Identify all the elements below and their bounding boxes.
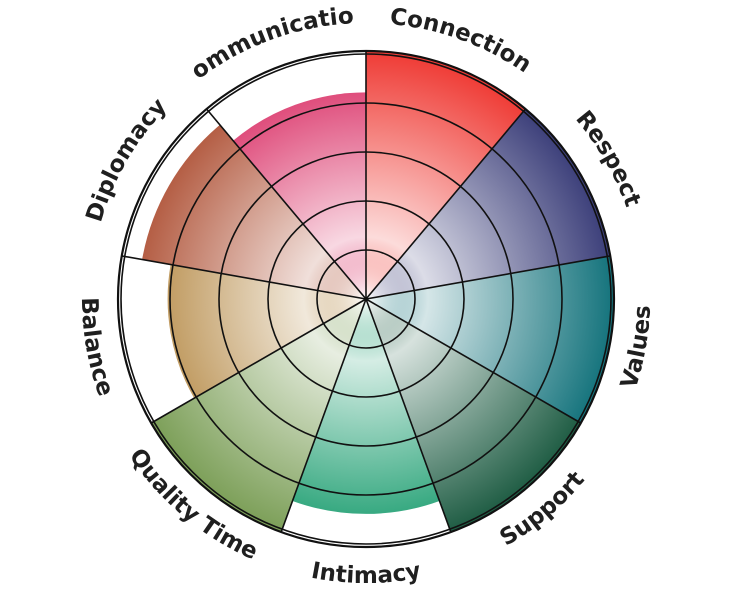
segment-respect	[366, 109, 611, 300]
segment-support	[366, 299, 581, 533]
spoke-quality-time	[280, 298, 367, 533]
label-communication: Communication	[0, 0, 355, 85]
label-values: Values	[616, 305, 656, 392]
spoke-diplomacy	[121, 255, 367, 300]
segment-diplomacy	[142, 124, 366, 299]
spoke-intimacy	[365, 298, 452, 533]
label-diplomacy: Diplomacy	[81, 94, 172, 225]
segments-layer	[142, 51, 614, 533]
spoke-communication	[205, 108, 367, 300]
segment-communication	[233, 92, 366, 299]
label-balance: Balance	[76, 297, 119, 400]
spoke-values	[365, 255, 611, 300]
label-intimacy: Intimacy	[309, 558, 422, 589]
segment-intimacy	[292, 299, 440, 514]
spokes-layer	[121, 51, 611, 533]
spoke-respect	[365, 108, 527, 300]
segment-values	[366, 255, 614, 423]
spoke-support	[365, 298, 582, 424]
ring-grid	[120, 53, 612, 545]
outer-boundary-circle	[116, 49, 616, 549]
segment-quality-time	[151, 299, 366, 533]
spoke-balance	[150, 298, 367, 424]
